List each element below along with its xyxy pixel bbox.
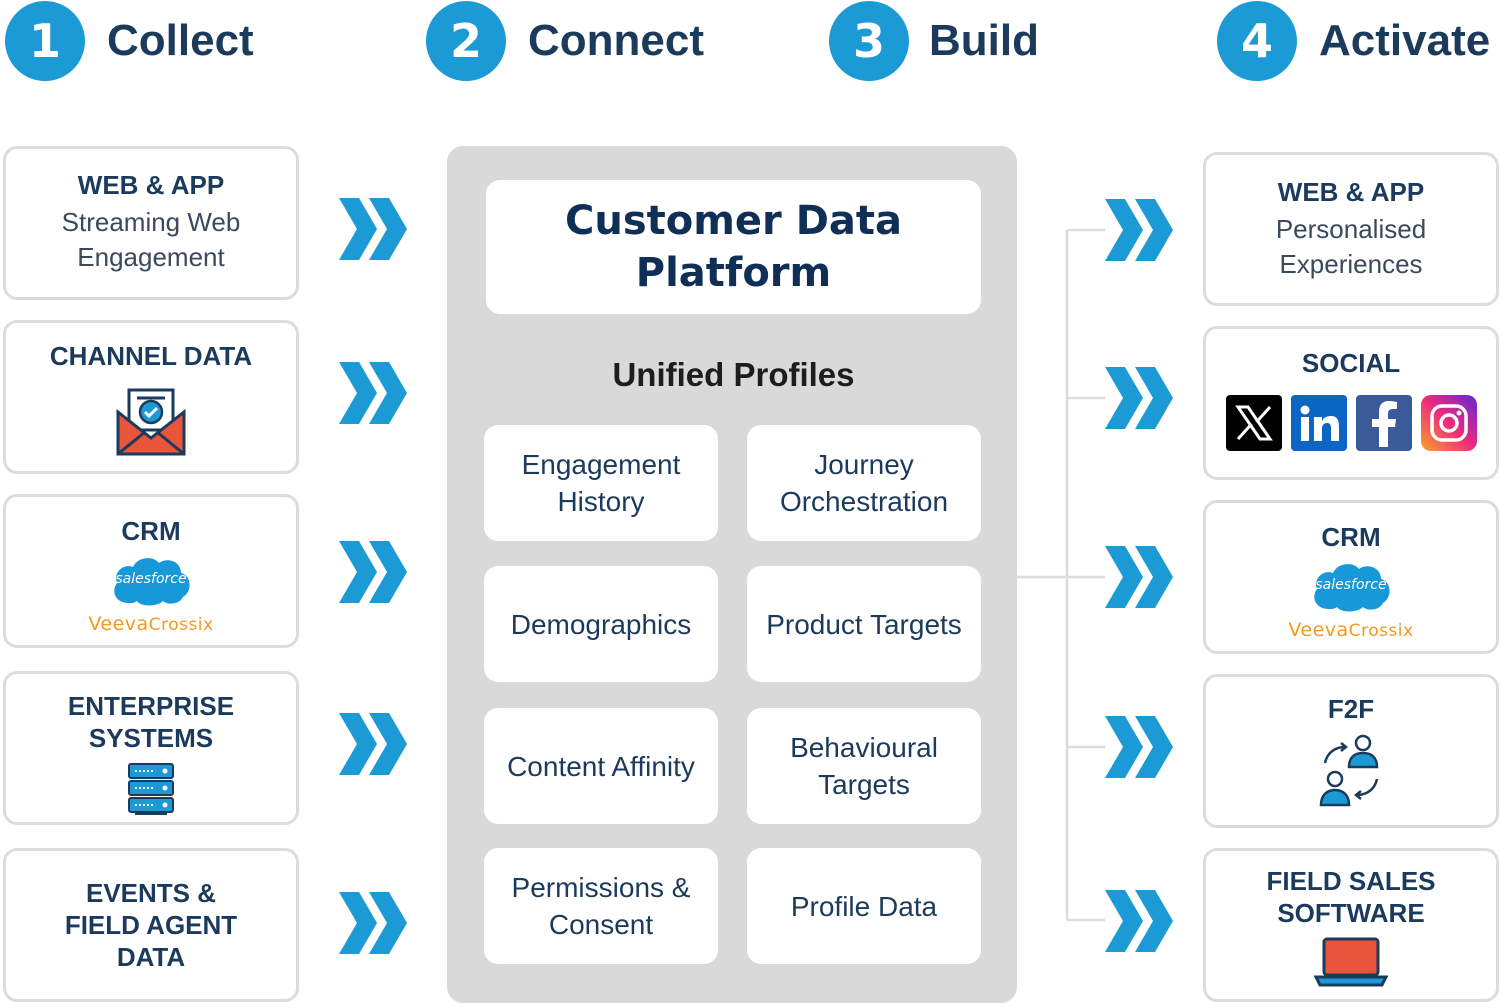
- card-title: CHANNEL DATA: [49, 341, 253, 371]
- card-title: EVENTS & FIELD AGENT DATA: [64, 878, 238, 972]
- salesforce-logo: salesforce: [1309, 559, 1393, 613]
- step-number-badge: 2: [426, 1, 506, 81]
- connector-lines: [1015, 228, 1105, 922]
- salesforce-wordmark: salesforce: [115, 571, 187, 587]
- collect-card-enterprise-systems: ENTERPRISE SYSTEMS: [3, 671, 299, 825]
- card-title: SOCIAL: [1301, 348, 1401, 378]
- crossix-wordmark: Crossix: [1348, 621, 1414, 641]
- activate-card-web-app: WEB & APP Personalised Experiences: [1203, 152, 1499, 306]
- face-to-face-exchange-icon: [1319, 734, 1379, 807]
- collect-card-web-app: WEB & APP Streaming Web Engagement: [3, 146, 299, 300]
- card-title: FIELD SALES SOFTWARE: [1266, 866, 1436, 928]
- double-chevron-icon: [339, 713, 407, 775]
- double-chevron-icon: [1105, 546, 1173, 608]
- profile-tile: Demographics: [484, 566, 718, 682]
- card-title: F2F: [1327, 694, 1375, 724]
- salesforce-wordmark: salesforce: [1315, 577, 1387, 593]
- card-title: WEB & APP: [77, 170, 225, 200]
- profile-tile: Content Affinity: [484, 708, 718, 824]
- step-number-badge: 1: [5, 1, 85, 81]
- double-chevron-icon: [339, 892, 407, 954]
- double-chevron-icon: [1105, 716, 1173, 778]
- double-chevron-icon: [339, 362, 407, 424]
- email-envelope-icon: [116, 388, 186, 456]
- step-number-badge: 4: [1217, 1, 1297, 81]
- step-title: Collect: [107, 16, 254, 65]
- cloud-icon: [114, 558, 190, 606]
- cloud-icon: [1314, 564, 1390, 612]
- double-chevron-icon: [339, 541, 407, 603]
- x-logo-icon: [1225, 395, 1282, 451]
- facebook-logo-icon: [1355, 395, 1412, 451]
- step-number-badge: 3: [829, 1, 909, 81]
- veeva-crossix-logo: VeevaCrossix: [88, 613, 213, 635]
- salesforce-logo: salesforce: [109, 553, 193, 607]
- card-subtitle: Streaming Web Engagement: [61, 207, 241, 272]
- card-title: WEB & APP: [1277, 177, 1425, 207]
- double-chevron-icon: [1105, 199, 1173, 261]
- crossix-wordmark: Crossix: [148, 615, 214, 635]
- step-title: Connect: [528, 16, 704, 65]
- profile-tile: Product Targets: [747, 566, 981, 682]
- server-stack-icon: [128, 763, 174, 815]
- step-connect: 2 Connect: [426, 0, 704, 82]
- cdp-title: Customer Data Platform: [564, 198, 902, 296]
- card-subtitle: Personalised Experiences: [1275, 214, 1427, 279]
- card-title: CRM: [1321, 522, 1381, 552]
- profile-tile: Profile Data: [747, 848, 981, 964]
- double-chevron-icon: [1105, 367, 1173, 429]
- collect-card-crm: CRM salesforce VeevaCrossix: [3, 494, 299, 648]
- step-title: Activate: [1319, 16, 1491, 65]
- activate-card-field-sales-software: FIELD SALES SOFTWARE: [1203, 848, 1499, 1002]
- collect-card-channel-data: CHANNEL DATA: [3, 320, 299, 474]
- profile-tile: Permissions & Consent: [484, 848, 718, 964]
- step-activate: 4 Activate: [1217, 0, 1490, 82]
- profile-tile: Engagement History: [484, 425, 718, 541]
- profile-tile: Behavioural Targets: [747, 708, 981, 824]
- collect-card-events-field-agent: EVENTS & FIELD AGENT DATA: [3, 848, 299, 1002]
- activate-card-f2f: F2F: [1203, 674, 1499, 828]
- social-icons-row: [1225, 395, 1477, 451]
- cdp-title-box: Customer Data Platform: [486, 180, 981, 314]
- veeva-crossix-logo: VeevaCrossix: [1288, 619, 1413, 641]
- step-title: Build: [929, 16, 1039, 65]
- activate-card-crm: CRM salesforce VeevaCrossix: [1203, 500, 1499, 654]
- instagram-logo-icon: [1420, 395, 1477, 451]
- laptop-icon: [1314, 937, 1388, 987]
- card-title: CRM: [121, 516, 181, 546]
- activate-card-social: SOCIAL: [1203, 326, 1499, 480]
- step-collect: 1 Collect: [5, 0, 254, 82]
- veeva-wordmark: Veeva: [1288, 619, 1349, 641]
- unified-profiles-heading: Unified Profiles: [612, 356, 855, 393]
- double-chevron-icon: [339, 198, 407, 260]
- double-chevron-icon: [1105, 890, 1173, 952]
- card-title: ENTERPRISE SYSTEMS: [67, 691, 235, 753]
- veeva-wordmark: Veeva: [88, 613, 149, 635]
- profile-tile: Journey Orchestration: [747, 425, 981, 541]
- step-build: 3 Build: [829, 0, 1039, 82]
- linkedin-logo-icon: [1290, 395, 1347, 451]
